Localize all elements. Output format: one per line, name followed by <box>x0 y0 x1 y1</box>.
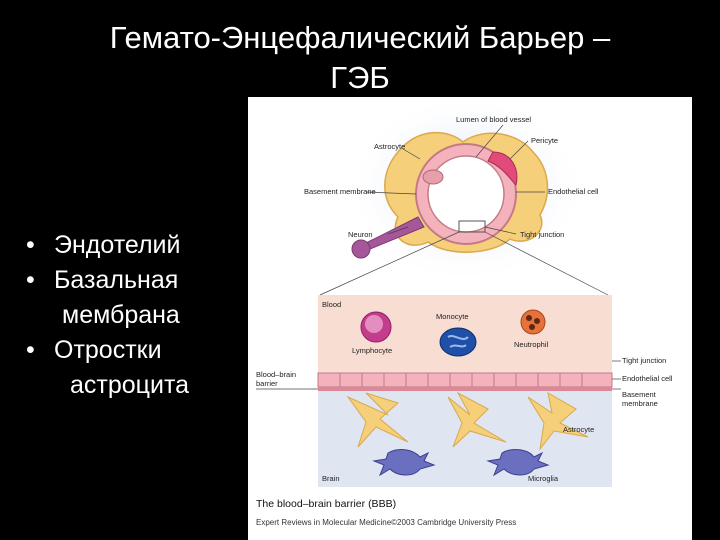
bullet-dot: • <box>26 336 35 364</box>
label-neutrophil: Neutrophil <box>514 340 549 349</box>
astrocyte-cell <box>346 392 409 448</box>
bullet-item: • Базальная <box>26 263 189 298</box>
astrocyte-cell <box>527 392 589 451</box>
microglia-cell <box>372 449 436 477</box>
top-leader-lines <box>319 124 609 296</box>
tight-junction-box <box>458 220 486 233</box>
astrocyte-cells <box>346 391 589 451</box>
basement-membrane-band <box>318 387 612 391</box>
right-leader-lines <box>612 360 621 390</box>
title-line-2: ГЭБ <box>330 60 390 95</box>
bullet-dot: • <box>26 231 35 259</box>
endothelial-cell-row <box>317 372 613 391</box>
label-astrocyte-top: Astrocyte <box>374 142 405 151</box>
bullet-item: • Отростки <box>26 333 189 368</box>
label-blood: Blood <box>322 300 341 309</box>
monocyte-cell <box>439 327 477 357</box>
neuron-body <box>351 239 371 259</box>
vessel-cross-section <box>346 97 586 284</box>
slide-title: Гемато-Энцефалический Барьер – ГЭБ <box>40 18 680 98</box>
label-tight-junction: Tight junction <box>622 356 666 365</box>
bullet-continuation: астроцита <box>70 371 190 399</box>
label-pericyte: Pericyte <box>531 136 558 145</box>
label-endothelial-cell: Endothelial cell <box>622 374 673 383</box>
label-bbb-2: barrier <box>256 379 278 388</box>
label-neuron: Neuron <box>348 230 373 239</box>
label-bbb-1: Blood–brain <box>256 370 296 379</box>
figure-caption: The blood–brain barrier (BBB) <box>256 498 396 510</box>
label-basement-membrane-top: Basement membrane <box>304 187 376 196</box>
microglia-cells <box>372 449 550 477</box>
bullet-text: Эндотелий <box>54 231 181 259</box>
label-lumen: Lumen of blood vessel <box>456 115 531 124</box>
label-tight-junction-top: Tight junction <box>520 230 564 239</box>
figure-credit: Expert Reviews in Molecular Medicine©200… <box>256 518 516 527</box>
astrocyte-cell <box>447 391 507 448</box>
label-microglia: Microglia <box>528 474 559 483</box>
bullet-dot: • <box>26 266 35 294</box>
pericyte-shape <box>487 151 518 186</box>
bbb-diagram: Lumen of blood vessel Astrocyte Pericyte… <box>256 97 673 527</box>
label-endothelial-cell-top: Endothelial cell <box>548 187 599 196</box>
label-lymphocyte: Lymphocyte <box>352 346 392 355</box>
label-monocyte: Monocyte <box>436 312 469 321</box>
endothelial-nucleus <box>422 169 444 185</box>
microglia-cell <box>486 449 550 477</box>
bullet-text: Отростки <box>54 336 162 364</box>
bullet-continuation: мембрана <box>62 301 180 329</box>
label-basement-1: Basement <box>622 390 657 399</box>
lymphocyte-cell <box>360 311 392 343</box>
bullet-list: • Эндотелий • Базальная мембрана • Отрос… <box>26 228 189 403</box>
label-astrocyte: Astrocyte <box>563 425 594 434</box>
bullet-text: Базальная <box>54 266 179 294</box>
label-brain: Brain <box>322 474 340 483</box>
title-line-1: Гемато-Энцефалический Барьер – <box>109 20 611 55</box>
bullet-item: • Эндотелий <box>26 228 189 263</box>
bbb-figure: Lumen of blood vessel Astrocyte Pericyte… <box>248 97 692 540</box>
label-basement-2: membrane <box>622 399 658 408</box>
neutrophil-cell <box>520 309 546 335</box>
